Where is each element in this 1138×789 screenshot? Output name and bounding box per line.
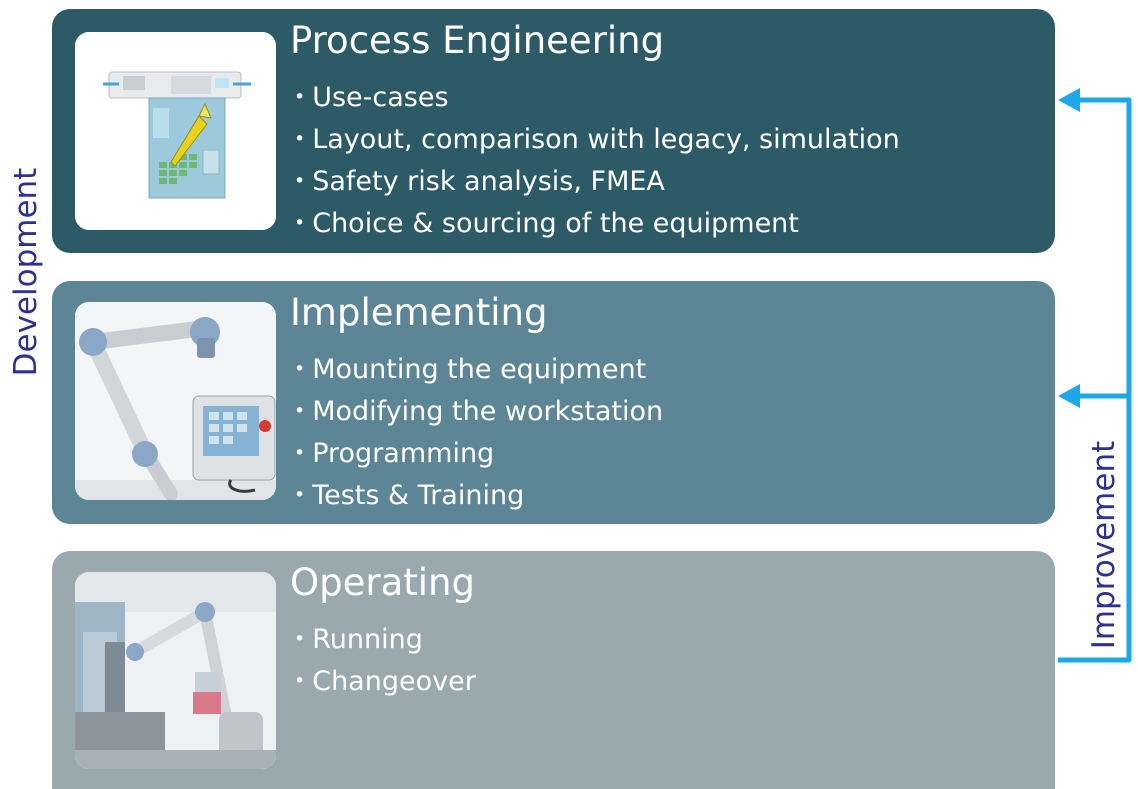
arrowhead-implementing <box>1058 384 1080 408</box>
implementing-stage: Implementing Mounting the equipment Modi… <box>52 281 1055 524</box>
list-item: Programming <box>294 434 663 476</box>
process-engineering-image <box>75 32 276 230</box>
improvement-label: Improvement <box>1086 440 1122 650</box>
list-item: Modifying the workstation <box>294 392 663 434</box>
arrowhead-process-engineering <box>1058 88 1080 112</box>
implementing-title: Implementing <box>290 291 548 334</box>
list-item: Choice & sourcing of the equipment <box>294 204 900 246</box>
list-item: Use-cases <box>294 78 900 120</box>
list-item: Tests & Training <box>294 476 663 518</box>
operating-list: Running Changeover <box>294 620 476 704</box>
robot-arm-illustration <box>75 302 276 500</box>
list-item: Safety risk analysis, FMEA <box>294 162 900 204</box>
operating-stage: Operating Running Changeover <box>52 551 1055 789</box>
list-item: Changeover <box>294 662 476 704</box>
implementing-list: Mounting the equipment Modifying the wor… <box>294 350 663 518</box>
process-engineering-list: Use-cases Layout, comparison with legacy… <box>294 78 900 246</box>
development-label: Development <box>8 167 44 377</box>
process-engineering-stage: Process Engineering Use-cases Layout, co… <box>52 9 1055 253</box>
layout-drawing-illustration <box>75 32 276 230</box>
workcell-illustration <box>75 572 276 769</box>
list-item: Running <box>294 620 476 662</box>
implementing-image <box>75 302 276 500</box>
process-engineering-title: Process Engineering <box>290 19 665 62</box>
list-item: Mounting the equipment <box>294 350 663 392</box>
list-item: Layout, comparison with legacy, simulati… <box>294 120 900 162</box>
operating-title: Operating <box>290 561 475 604</box>
operating-image <box>75 572 276 769</box>
